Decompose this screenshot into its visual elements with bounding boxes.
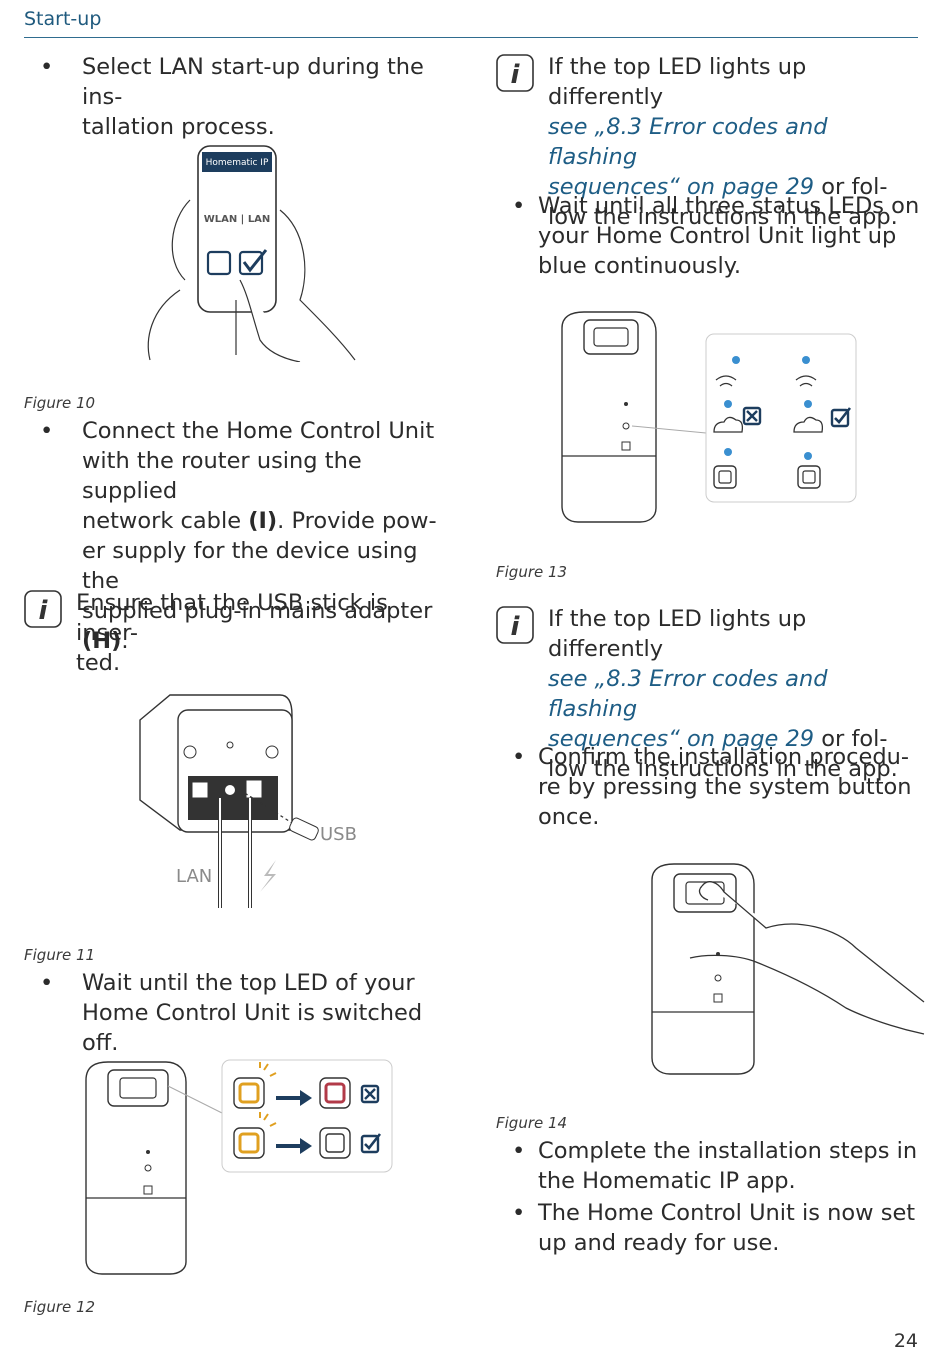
wlan-lan-label: WLAN | LAN xyxy=(204,214,271,225)
arrow-right-icon xyxy=(276,1138,312,1154)
figure-10-caption: Figure 10 xyxy=(24,394,96,412)
svg-text:i: i xyxy=(511,60,521,90)
info-icon: i xyxy=(24,590,62,628)
info-text-part: or fol- low the instructions in the app. xyxy=(548,174,898,230)
figure-14-caption: Figure 14 xyxy=(496,1114,568,1132)
bullet-dot: • xyxy=(512,193,526,219)
info-error-codes-2: i If the top LED lights up differently s… xyxy=(496,604,920,782)
info-text: If the top LED lights up differently see… xyxy=(548,52,920,232)
check-box-icon xyxy=(830,408,850,428)
info-icon: i xyxy=(496,54,534,92)
page-number: 24 xyxy=(893,1330,918,1352)
lan-label: LAN xyxy=(176,866,212,887)
figure-12-led-off-illustration xyxy=(85,1059,393,1275)
bullet-dot: • xyxy=(512,1200,526,1226)
bullet-text-bold: (H) xyxy=(82,628,122,654)
bullet-text-part: . xyxy=(121,628,129,654)
cross-box-icon xyxy=(360,1084,380,1104)
bullet-wait-status-leds: • Wait until all three status LEDs on yo… xyxy=(512,191,922,281)
info-usb-stick: i Ensure that the USB stick is inser- te… xyxy=(24,588,454,676)
cross-box-icon xyxy=(742,406,762,426)
info-error-codes-1: i If the top LED lights up differently s… xyxy=(496,52,920,230)
error-codes-link[interactable]: see „8.3 Error codes and flashing sequen… xyxy=(548,666,828,752)
bullet-confirm-installation: • Confirm the installation procedu- re b… xyxy=(512,742,922,832)
figure-11-back-panel-illustration: USB LAN xyxy=(139,694,357,908)
bullet-dot: • xyxy=(40,970,54,996)
info-text-part: If the top LED lights up differently xyxy=(548,54,807,110)
figure-13-status-leds-illustration xyxy=(561,311,857,523)
bullet-complete-steps: • Complete the installation steps in the… xyxy=(512,1136,922,1196)
wifi-icon xyxy=(715,356,740,387)
bullet-dot: • xyxy=(512,744,526,770)
wlan-option-box xyxy=(206,250,232,276)
bullet-dot: • xyxy=(40,418,54,444)
info-text: Ensure that the USB stick is inser- ted. xyxy=(76,590,388,676)
bullet-dot: • xyxy=(40,54,54,80)
bullet-lan-startup: • Select LAN start-up during the ins- ta… xyxy=(40,52,460,142)
usb-label: USB xyxy=(320,824,357,845)
bullet-text-part: Connect the Home Control Unit with the r… xyxy=(82,418,435,534)
figure-14-press-button-illustration xyxy=(651,863,925,1075)
bullet-text: Wait until all three status LEDs on your… xyxy=(538,193,920,279)
svg-text:i: i xyxy=(511,612,521,642)
figure-10-phone-illustration: Homematic IP WLAN | LAN xyxy=(147,145,356,362)
check-icon xyxy=(242,249,268,273)
info-text-part: If the top LED lights up differently xyxy=(548,606,807,662)
bullet-text: Wait until the top LED of your Home Cont… xyxy=(82,970,423,1056)
bullet-text-part: . Provide pow- er supply for the device … xyxy=(82,508,437,624)
bullet-text: The Home Control Unit is now set up and … xyxy=(538,1200,916,1256)
header-rule xyxy=(24,37,918,38)
bullet-text-bold: (I) xyxy=(248,508,278,534)
bullet-wait-top-led: • Wait until the top LED of your Home Co… xyxy=(40,968,460,1058)
bullet-connect-router: • Connect the Home Control Unit with the… xyxy=(40,416,460,656)
lan-option-box xyxy=(238,250,264,276)
cloud-icon xyxy=(713,400,744,433)
app-header-text: Homematic IP xyxy=(206,158,269,168)
info-text-part: or fol- low the instructions in the app. xyxy=(548,726,898,782)
bullet-text: Connect the Home Control Unit with the r… xyxy=(82,416,460,656)
error-codes-link[interactable]: see „8.3 Error codes and flashing sequen… xyxy=(548,114,828,200)
info-icon: i xyxy=(496,606,534,644)
figure-12-caption: Figure 12 xyxy=(24,1298,96,1316)
bullet-text: Complete the installation steps in the H… xyxy=(538,1138,918,1194)
figure-13-caption: Figure 13 xyxy=(496,563,568,581)
check-box-icon xyxy=(360,1134,380,1154)
svg-text:i: i xyxy=(39,596,49,626)
led-flash-icon xyxy=(259,1062,277,1077)
bullet-ready-for-use: • The Home Control Unit is now set up an… xyxy=(512,1198,922,1258)
bullet-text: Select LAN start-up during the ins- tall… xyxy=(82,54,424,140)
bullet-text: Confirm the installation procedu- re by … xyxy=(538,744,912,830)
figure-11-caption: Figure 11 xyxy=(24,946,96,964)
arrow-right-icon xyxy=(276,1090,312,1106)
info-text: If the top LED lights up differently see… xyxy=(548,604,920,784)
power-bolt-icon xyxy=(260,860,276,892)
bullet-dot: • xyxy=(512,1138,526,1164)
section-header: Start-up xyxy=(24,8,102,30)
